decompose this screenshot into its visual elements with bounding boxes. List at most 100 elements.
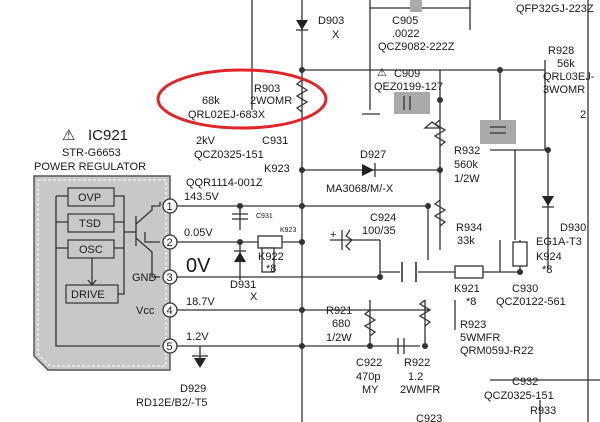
- c930-designator: C930: [512, 283, 538, 295]
- c905-value: .0022: [392, 28, 420, 40]
- osc-block: [67, 239, 115, 259]
- d929-part: RD12E/B2/-T5: [136, 397, 208, 409]
- pin2-voltage: 0.05V: [184, 227, 213, 239]
- osc-label: OSC: [79, 244, 103, 256]
- d927-designator: D927: [360, 149, 386, 161]
- pin-4-number: 4: [167, 305, 173, 317]
- c909-part: QEZ0199-127: [374, 81, 443, 93]
- c905-part: QCZ9082-222Z: [378, 41, 455, 53]
- warning-icon: ⚠: [62, 127, 75, 144]
- r923-designator: R923: [460, 319, 486, 331]
- ovp-block: [67, 187, 115, 207]
- edge-marker-2: 2: [580, 109, 586, 121]
- c930-capacitor-icon: [401, 262, 417, 282]
- component-symbols: +: [192, 0, 554, 368]
- r932-designator: R932: [454, 145, 480, 157]
- d927-part: MA3068/M/-X: [326, 183, 394, 195]
- k924-icon: [512, 241, 528, 267]
- d903-value: X: [332, 29, 340, 41]
- pin-1-number: 1: [167, 201, 173, 213]
- k921-icon: [454, 265, 484, 279]
- r903-part: QRL02EJ-683X: [188, 109, 266, 121]
- ovp-label: OVP: [78, 192, 101, 204]
- r928-value: 56k: [557, 58, 575, 70]
- r928-part: QRL03EJ-: [543, 71, 595, 83]
- tsd-label: TSD: [79, 218, 101, 230]
- c931-small-label: C931: [256, 213, 273, 220]
- d927-diode-icon: [362, 164, 374, 176]
- k921-designator: K921: [454, 283, 480, 295]
- c909-capacitor-icon: [394, 92, 430, 114]
- r932-power: 1/2W: [454, 173, 480, 185]
- d931-diode-icon: [234, 252, 246, 262]
- c931-voltage: 2kV: [196, 135, 216, 147]
- pin5-voltage: 1.2V: [186, 331, 209, 343]
- r921-resistor-icon: [363, 309, 377, 337]
- d931-designator: D931: [230, 279, 256, 291]
- pin-1: [162, 198, 178, 214]
- gnd-label: GND: [132, 272, 157, 284]
- pin-5: [162, 338, 178, 354]
- ic-function: POWER REGULATOR: [34, 161, 146, 173]
- r922-designator: R922: [404, 357, 430, 369]
- pin-2-number: 2: [167, 237, 173, 249]
- pin-2: [162, 234, 178, 250]
- k924-value: *8: [542, 264, 552, 276]
- c931-designator: C931: [262, 135, 288, 147]
- r903-designator: R903: [254, 83, 280, 95]
- r933-designator: R933: [530, 405, 556, 417]
- svg-text:+: +: [330, 229, 336, 241]
- c924-designator: C924: [370, 212, 396, 224]
- c922-capacitor-icon: [397, 338, 405, 354]
- r922-power: 2WMFR: [400, 384, 440, 396]
- warning-icon-c909: ⚠: [377, 67, 387, 79]
- r903-resistor-icon: [295, 79, 309, 113]
- c923-designator: C923: [416, 413, 442, 422]
- k924-designator: K924: [536, 251, 562, 263]
- tsd-block: [67, 213, 115, 233]
- r934-value: 33k: [457, 235, 475, 247]
- wiring: [176, 0, 600, 422]
- r934-designator: R934: [456, 222, 482, 234]
- vcc-label: Vcc: [136, 305, 155, 317]
- r903-power: 2WOMR: [250, 95, 292, 107]
- c932-part: QCZ0325-151: [484, 390, 554, 402]
- junction-dots: [237, 67, 551, 349]
- d929-diode-icon: [194, 358, 206, 368]
- r923-resistor-icon: [418, 299, 432, 327]
- pin-5-number: 5: [167, 341, 173, 353]
- drive-label: DRIVE: [71, 289, 105, 301]
- c922-value: 470p: [356, 371, 380, 383]
- r923-value: 5WMFR: [460, 332, 500, 344]
- ic-designator: IC921: [88, 127, 128, 144]
- k923-icon: [257, 235, 283, 249]
- d929-designator: D929: [180, 383, 206, 395]
- r903-highlight-ellipse: [156, 68, 328, 130]
- top-right-part: QFP32GJ-223Z: [516, 3, 594, 15]
- k922-icon: [261, 247, 275, 273]
- r921-value: 680: [332, 318, 350, 330]
- d930-diode-icon: [542, 196, 554, 206]
- k923-part: QQR1114-001Z: [186, 177, 263, 189]
- ic921-package: 1 2 3 4 5 OVP TSD OSC DRIVE GND Vcc: [33, 175, 178, 371]
- voltage-labels: 143.5V 0.05V 0V 18.7V 1.2V: [184, 191, 220, 343]
- k923-small-label: K923: [280, 227, 296, 234]
- k923-designator: K923: [264, 163, 290, 175]
- r928-power: 3WOMR: [543, 84, 585, 96]
- c909-designator: C909: [394, 68, 420, 80]
- r922-value: 1.2: [408, 371, 423, 383]
- ic-part-number: STR-G6653: [62, 147, 121, 159]
- pin4-voltage: 18.7V: [186, 296, 215, 308]
- k922-designator: K922: [258, 251, 284, 263]
- d930-designator: D930: [560, 222, 586, 234]
- coupler-icon: [480, 120, 516, 144]
- c905-designator: C905: [392, 15, 418, 27]
- c932-designator: C932: [512, 376, 538, 388]
- pin-3-number: 3: [167, 272, 173, 284]
- r921-designator: R921: [326, 305, 352, 317]
- r923-part: QRM059J-R22: [460, 345, 533, 357]
- r932-value: 560k: [454, 159, 478, 171]
- d931-value: X: [250, 291, 258, 303]
- c924-value: 100/35: [362, 225, 396, 237]
